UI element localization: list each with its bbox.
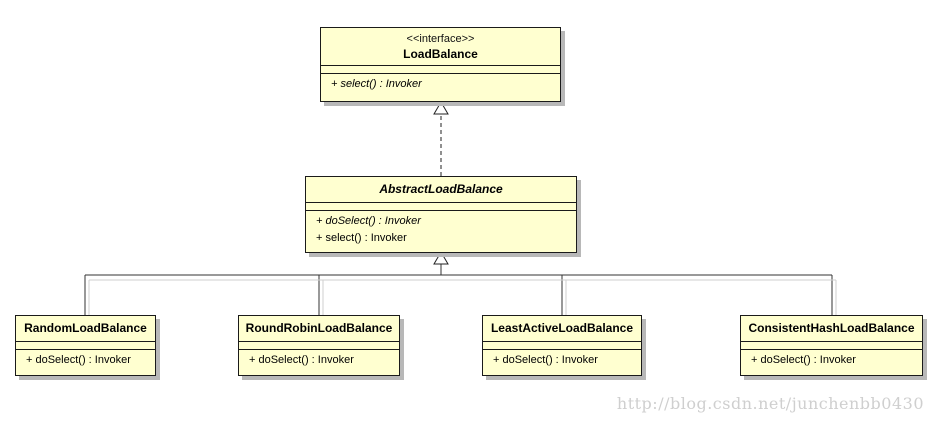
operation: + select() : Invoker [316,232,407,244]
operation: + doSelect() : Invoker [26,354,131,366]
class-name: LeastActiveLoadBalance [490,321,634,335]
operation: + doSelect() : Invoker [493,354,598,366]
interface-loadbalance: <<interface>> LoadBalance + select() : I… [320,27,561,102]
class-name: ConsistentHashLoadBalance [748,321,915,335]
class-name: RandomLoadBalance [24,321,147,335]
class-randomloadbalance: RandomLoadBalance + doSelect() : Invoker [15,315,156,376]
generalization-arrowhead [433,251,449,265]
realization-arrowhead [433,101,449,115]
class-name: LoadBalance [403,47,478,61]
class-abstractloadbalance: AbstractLoadBalance + doSelect() : Invok… [305,176,577,253]
stereotype-label: <<interface>> [406,33,475,45]
class-leastactiveloadbalance: LeastActiveLoadBalance + doSelect() : In… [482,315,642,376]
generalization-lines [84,264,833,315]
class-consistenthashloadbalance: ConsistentHashLoadBalance + doSelect() :… [740,315,923,376]
operation: + doSelect() : Invoker [316,215,421,227]
operation: + select() : Invoker [331,78,422,90]
class-name: RoundRobinLoadBalance [245,321,393,335]
watermark: http://blog.csdn.net/junchenbb0430 [616,394,924,413]
class-name: AbstractLoadBalance [379,182,503,196]
class-roundrobinloadbalance: RoundRobinLoadBalance + doSelect() : Inv… [238,315,400,376]
operation: + doSelect() : Invoker [249,354,354,366]
operation: + doSelect() : Invoker [751,354,856,366]
